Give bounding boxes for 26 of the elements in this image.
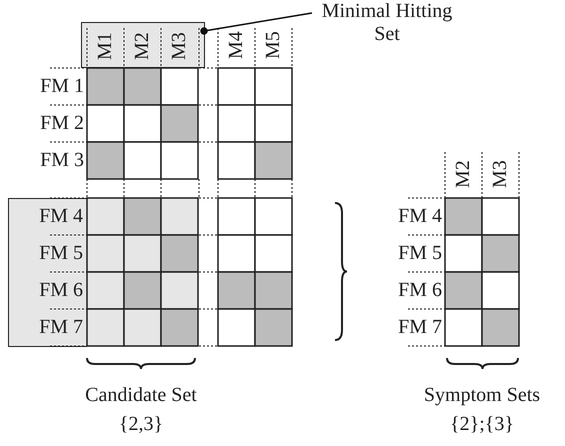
row-label: FM 6	[38, 278, 83, 302]
row-label: FM 7	[38, 314, 83, 340]
set-caption: Symptom Sets	[422, 383, 542, 408]
column-header: M4	[224, 30, 248, 61]
set-caption: Candidate Set	[84, 383, 198, 408]
row-label: FM 3	[39, 148, 84, 173]
row-label: FM 4	[397, 204, 442, 229]
column-header: M5	[261, 30, 285, 61]
row-label: FM 4	[38, 204, 83, 228]
row-label: FM 5	[38, 240, 83, 266]
column-header: M1	[92, 31, 116, 62]
column-header: M3	[488, 159, 512, 190]
row-label: FM 1	[39, 74, 84, 99]
set-notation: {2,3}	[118, 412, 164, 437]
row-label: FM 7	[397, 315, 442, 340]
row-label: FM 5	[397, 241, 442, 266]
row-label: FM 2	[39, 111, 84, 136]
callout-label: Minimal Hitting Set	[312, 0, 462, 48]
candidate-panel	[8, 198, 87, 347]
set-notation: {2};{3}	[449, 412, 515, 437]
highlighted-header-box	[81, 22, 205, 68]
column-header: M3	[166, 31, 190, 62]
column-header: M2	[451, 159, 475, 190]
leader-line	[200, 12, 312, 35]
row-label: FM 6	[397, 278, 442, 303]
column-header: M2	[130, 31, 154, 62]
